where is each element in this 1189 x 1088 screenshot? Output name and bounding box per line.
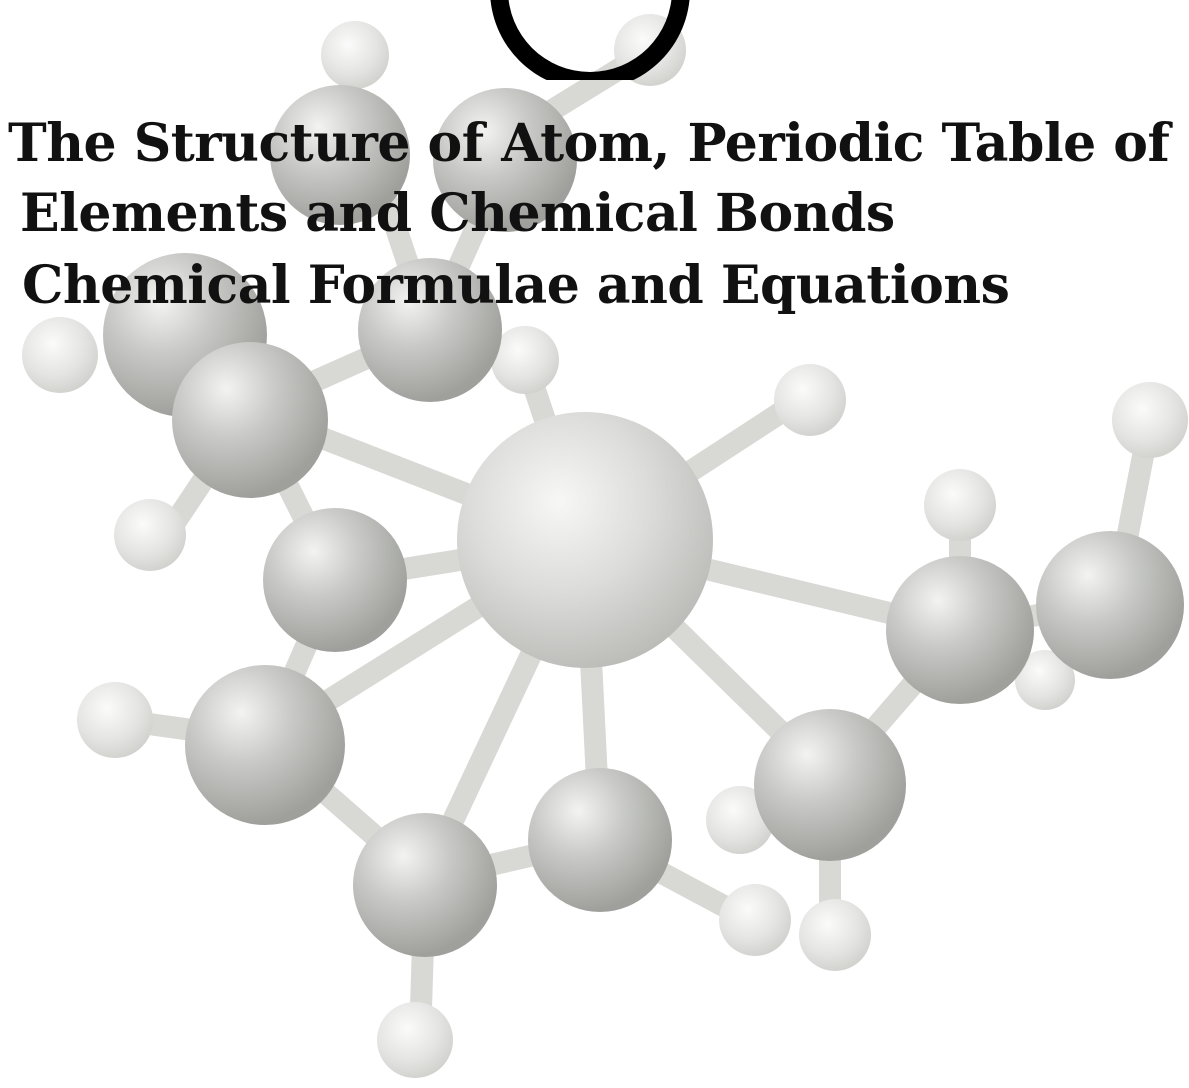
chapter-badge-icon (490, 0, 690, 80)
title-line-2: Elements and Chemical Bonds (20, 183, 895, 244)
title-line-1: The Structure of Atom, Periodic Table of (8, 113, 1170, 174)
title-line-3: Chemical Formulae and Equations (22, 255, 1010, 316)
